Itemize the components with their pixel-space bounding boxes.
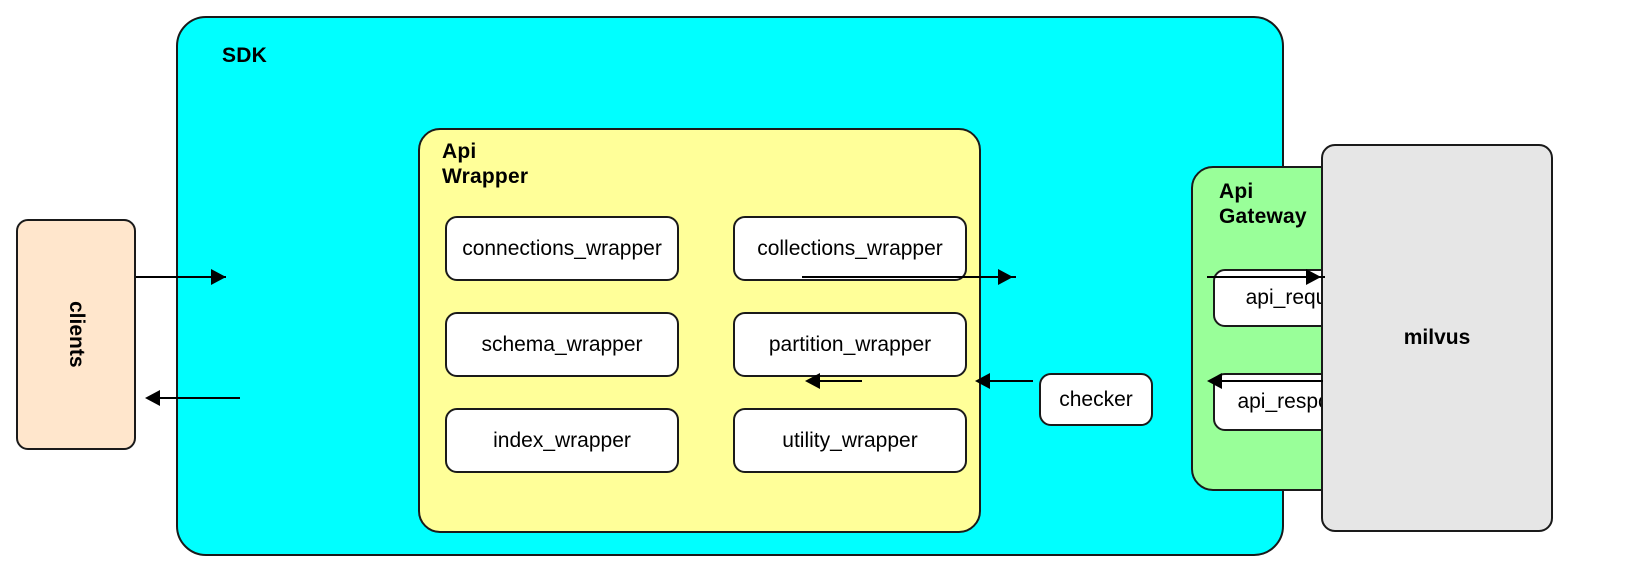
connector-api-request-to-milvus [1207, 276, 1325, 278]
arrowhead-clients-to-wrapper [211, 269, 226, 285]
connector-checker-to-wrapper [820, 380, 862, 382]
api-gateway-label: Api Gateway [1219, 180, 1369, 230]
connector-wrapper-to-clients [160, 397, 240, 399]
connector-api-response-to-checker [981, 380, 1033, 382]
module-partition-wrapper[interactable]: partition_wrapper [733, 312, 967, 377]
arrowhead-wrapper-to-api-request [998, 269, 1013, 285]
api-gateway-label-line1: Api [1219, 180, 1254, 203]
arrowhead-milvus-to-api-response [1207, 373, 1222, 389]
api-wrapper-label-line2: Wrapper [442, 164, 529, 188]
sdk-container[interactable]: SDK Api Wrapper connections_wrapper coll… [176, 16, 1415, 556]
checker-box[interactable]: checker [1039, 373, 1153, 426]
api-wrapper-label-line1: Api [442, 140, 477, 163]
api-wrapper-label: Api Wrapper [442, 140, 612, 190]
connector-milvus-to-api-response [1213, 380, 1323, 382]
api-wrapper-group[interactable]: Api Wrapper connections_wrapper collecti… [418, 128, 981, 533]
arrowhead-api-request-to-milvus [1306, 269, 1321, 285]
milvus-box[interactable]: milvus [1321, 144, 1553, 532]
api-gateway-label-line2: Gateway [1219, 204, 1307, 228]
connector-wrapper-to-api-request [802, 276, 1016, 278]
module-utility-wrapper[interactable]: utility_wrapper [733, 408, 967, 473]
clients-box[interactable]: clients [16, 219, 136, 450]
module-connections-wrapper[interactable]: connections_wrapper [445, 216, 679, 281]
module-schema-wrapper[interactable]: schema_wrapper [445, 312, 679, 377]
connector-clients-to-wrapper [136, 276, 226, 278]
clients-label: clients [65, 301, 88, 368]
arrowhead-checker-to-wrapper [805, 373, 820, 389]
sdk-label: SDK [222, 44, 267, 67]
milvus-label: milvus [1403, 326, 1471, 349]
arrowhead-wrapper-to-clients [145, 390, 160, 406]
module-index-wrapper[interactable]: index_wrapper [445, 408, 679, 473]
module-collections-wrapper[interactable]: collections_wrapper [733, 216, 967, 281]
arrowhead-api-response-to-checker [975, 373, 990, 389]
